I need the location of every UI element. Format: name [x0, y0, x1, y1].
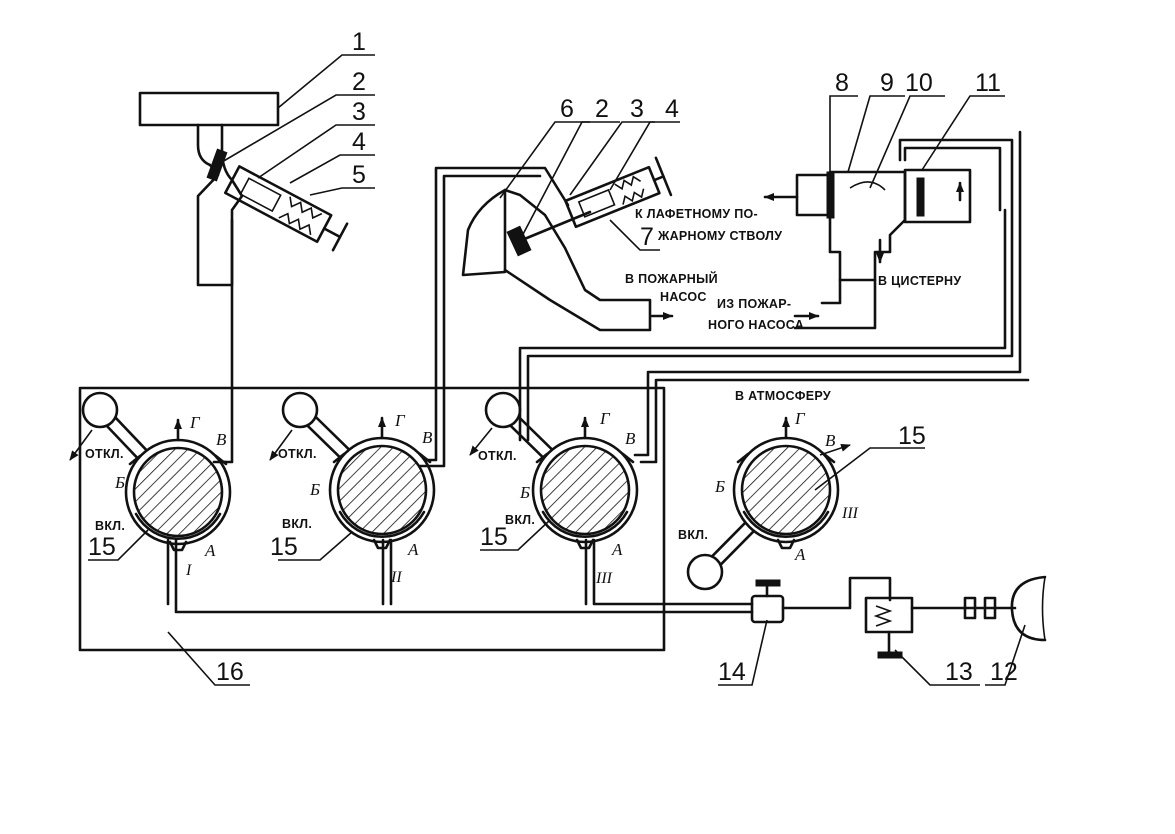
label-to-pump-1: В ПОЖАРНЫЙ [625, 271, 718, 286]
valve-seat-2b [506, 225, 532, 257]
callout-10: 10 [905, 69, 933, 97]
gate-plate-6 [461, 188, 507, 277]
callout-4a: 4 [352, 128, 366, 156]
valve-4-port-g: Г [794, 409, 806, 428]
label-monitor-2: ЖАРНОМУ СТВОЛУ [657, 229, 782, 243]
exhaust-arrow-3 [469, 427, 493, 456]
valve-3-handle-knob [484, 391, 522, 429]
gate-plate [138, 91, 280, 127]
valve-4-port-b: Б [714, 477, 725, 496]
callout-8: 8 [835, 69, 849, 97]
valve-3-port-b: Б [519, 483, 530, 502]
callout-numbers: 1 2 3 4 5 6 2 3 4 7 8 9 10 11 12 13 14 1… [88, 28, 1018, 686]
callout-14: 14 [718, 658, 746, 686]
callout-15c: 15 [480, 523, 508, 551]
valve-4-port-a: А [794, 545, 806, 564]
callout-13: 13 [945, 658, 973, 686]
valve-4-roman: III [841, 505, 859, 522]
air-lines [166, 130, 1030, 614]
air-tank-12 [963, 575, 1047, 642]
callout-15b: 15 [270, 533, 298, 561]
valve-3-port-v: В [625, 429, 636, 448]
valve-2-port-b: Б [309, 480, 320, 499]
callout-leaders [88, 54, 1026, 686]
callout-7: 7 [640, 223, 654, 251]
valve-4-on: ВКЛ. [678, 528, 708, 542]
callout-9: 9 [880, 69, 894, 97]
label-tank: В ЦИСТЕРНУ [878, 274, 961, 288]
valve-3-port-a: А [611, 540, 623, 559]
label-to-pump-2: НАСОС [660, 290, 707, 304]
valve-1-port-v: В [216, 430, 227, 449]
callout-15a: 15 [88, 533, 116, 561]
valve-1-handle-knob [81, 391, 119, 429]
callout-1: 1 [352, 28, 366, 56]
valve-2-roman: II [390, 569, 402, 586]
control-panel-frame [78, 386, 666, 652]
label-monitor-1: К ЛАФЕТНОМУ ПО- [635, 207, 758, 221]
callout-16: 16 [216, 658, 244, 686]
callout-6: 6 [560, 95, 574, 123]
callout-15d: 15 [898, 422, 926, 450]
valve-4-port-v: В [825, 431, 836, 450]
callout-3a: 3 [352, 98, 366, 126]
valve-1-port-g: Г [189, 413, 201, 432]
label-atmosphere: В АТМОСФЕРУ [735, 389, 831, 403]
valve-3-off: ОТКЛ. [478, 449, 517, 463]
valve-1-on: ВКЛ. [95, 519, 125, 533]
callout-4b: 4 [665, 95, 679, 123]
valve-4-body [686, 416, 840, 591]
callout-12: 12 [990, 658, 1018, 686]
valve-2-port-a: А [407, 540, 419, 559]
label-from-pump-1: ИЗ ПОЖАР- [717, 297, 791, 311]
valve-1-port-a: А [204, 541, 216, 560]
gate-mechanism-left [138, 91, 349, 287]
valve-3-on: ВКЛ. [505, 513, 535, 527]
callout-2a: 2 [352, 68, 366, 96]
callout-3b: 3 [630, 95, 644, 123]
valve-2-port-v: В [422, 428, 433, 447]
cylinder-body-3a [223, 165, 333, 244]
rotary-valves [69, 391, 851, 591]
valve-3-port-g: Г [599, 409, 611, 428]
valve-3-body [484, 391, 639, 550]
shutoff-valve-14 [750, 579, 785, 624]
valve-4-handle-knob [686, 553, 724, 591]
valve-2-on: ВКЛ. [282, 517, 312, 531]
flow-labels: К ЛАФЕТНОМУ ПО- ЖАРНОМУ СТВОЛУ В ЦИСТЕРН… [625, 207, 961, 403]
valve-2-off: ОТКЛ. [278, 447, 317, 461]
valve-1-roman: I [185, 562, 192, 579]
pressure-reducer-13 [864, 596, 914, 659]
valve-2-handle-knob [281, 391, 319, 429]
valve-3-roman: III [595, 570, 613, 587]
valve-1-body [81, 391, 232, 552]
valve-seat-8 [826, 171, 835, 219]
callout-2b: 2 [595, 95, 609, 123]
label-from-pump-2: НОГО НАСОСА [708, 318, 804, 332]
callout-5: 5 [352, 161, 366, 189]
valve-1-port-b: Б [114, 473, 125, 492]
exhaust-arrow-1 [69, 429, 93, 461]
valve-2-port-g: Г [394, 411, 406, 430]
valve-seat-2a [206, 148, 228, 182]
distribution-valve-assembly [763, 146, 1002, 330]
valve-seat-11 [916, 177, 925, 217]
exhaust-arrow-2 [269, 429, 293, 461]
valve-2-body [281, 391, 436, 550]
valve-text: ОТКЛ. ВКЛ. Б В Г А I ОТКЛ. ВКЛ. Б В Г А … [85, 409, 859, 587]
exhaust-arrow-4 [819, 444, 851, 456]
valve-1-off: ОТКЛ. [85, 447, 124, 461]
callout-11: 11 [975, 69, 1001, 97]
